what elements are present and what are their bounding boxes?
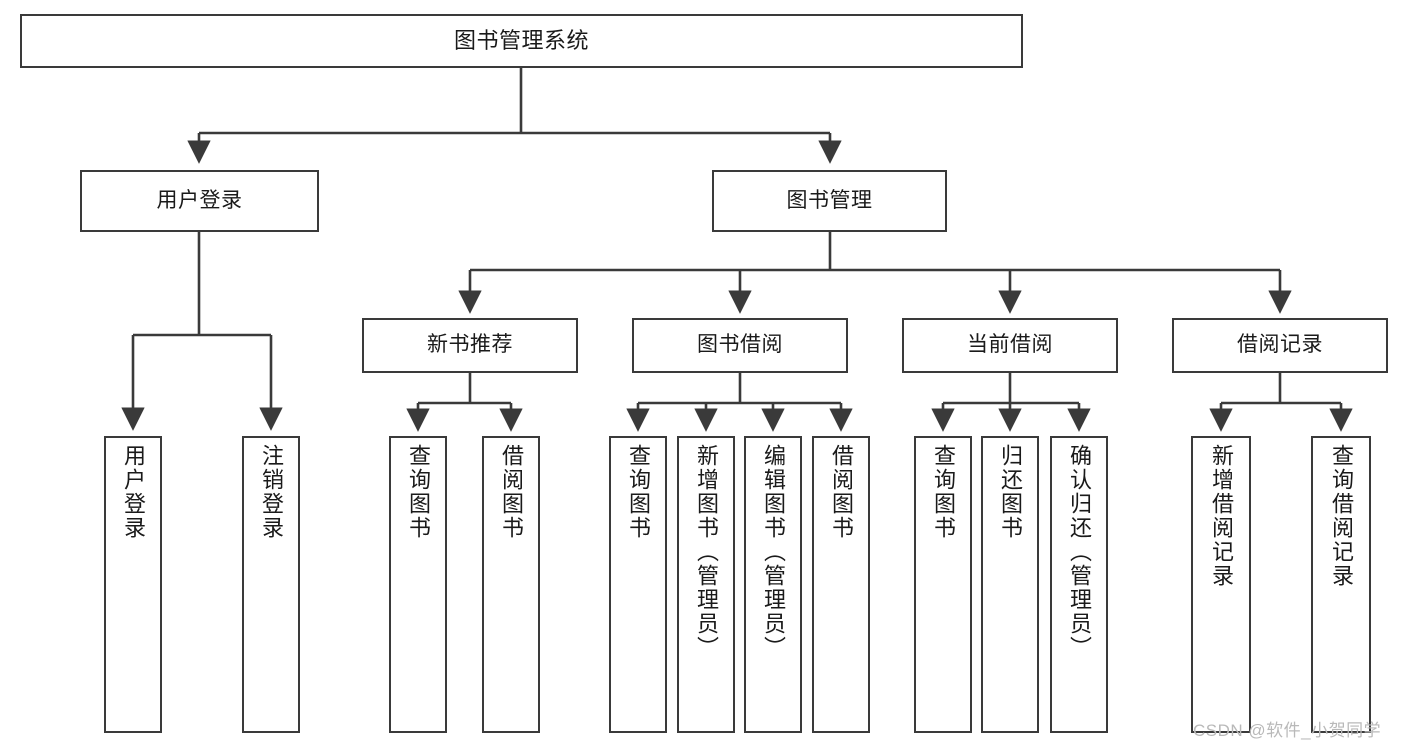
- node-label: 图书管理: [786, 188, 873, 212]
- leaf-edit-book[interactable]: 编辑图书（管理员）: [744, 436, 802, 733]
- node-label: 借阅记录: [1237, 333, 1323, 357]
- node-label: 查询图书: [406, 444, 431, 540]
- node-label: 借阅图书: [829, 444, 854, 540]
- leaf-query-book-recommend[interactable]: 查询图书: [389, 436, 447, 733]
- leaf-query-borrow-record[interactable]: 查询借阅记录: [1311, 436, 1371, 733]
- leaf-logout-login[interactable]: 注销登录: [242, 436, 300, 733]
- node-user-login[interactable]: 用户登录: [80, 170, 319, 232]
- node-label: 新书推荐: [427, 333, 513, 357]
- node-book-borrow[interactable]: 图书借阅: [632, 318, 848, 373]
- node-label: 借阅图书: [499, 444, 524, 540]
- node-label: 用户登录: [121, 444, 146, 540]
- node-current-borrow[interactable]: 当前借阅: [902, 318, 1118, 373]
- node-label: 用户登录: [156, 188, 243, 212]
- node-label: 注销登录: [259, 444, 284, 540]
- node-label: 查询图书: [931, 444, 956, 540]
- leaf-add-book[interactable]: 新增图书（管理员）: [677, 436, 735, 733]
- leaf-borrow-book-recommend[interactable]: 借阅图书: [482, 436, 540, 733]
- node-label: 查询借阅记录: [1329, 444, 1354, 588]
- leaf-confirm-return[interactable]: 确认归还（管理员）: [1050, 436, 1108, 733]
- node-new-book-recommend[interactable]: 新书推荐: [362, 318, 578, 373]
- node-label: 归还图书: [998, 444, 1023, 540]
- leaf-add-borrow-record[interactable]: 新增借阅记录: [1191, 436, 1251, 733]
- leaf-query-book-borrow[interactable]: 查询图书: [609, 436, 667, 733]
- node-borrow-record[interactable]: 借阅记录: [1172, 318, 1388, 373]
- node-label: 图书管理系统: [453, 28, 589, 54]
- leaf-borrow-book[interactable]: 借阅图书: [812, 436, 870, 733]
- leaf-user-login[interactable]: 用户登录: [104, 436, 162, 733]
- node-label: 新增图书（管理员）: [694, 444, 719, 660]
- leaf-query-book-current[interactable]: 查询图书: [914, 436, 972, 733]
- node-label: 确认归还（管理员）: [1067, 444, 1092, 660]
- node-label: 编辑图书（管理员）: [761, 444, 786, 660]
- node-label: 图书借阅: [697, 333, 783, 357]
- node-root-system[interactable]: 图书管理系统: [20, 14, 1023, 68]
- node-book-management[interactable]: 图书管理: [712, 170, 947, 232]
- node-label: 新增借阅记录: [1209, 444, 1234, 588]
- node-label: 查询图书: [626, 444, 651, 540]
- leaf-return-book[interactable]: 归还图书: [981, 436, 1039, 733]
- csdn-watermark: CSDN @软件_小贺同学: [1193, 721, 1382, 740]
- node-label: 当前借阅: [967, 333, 1053, 357]
